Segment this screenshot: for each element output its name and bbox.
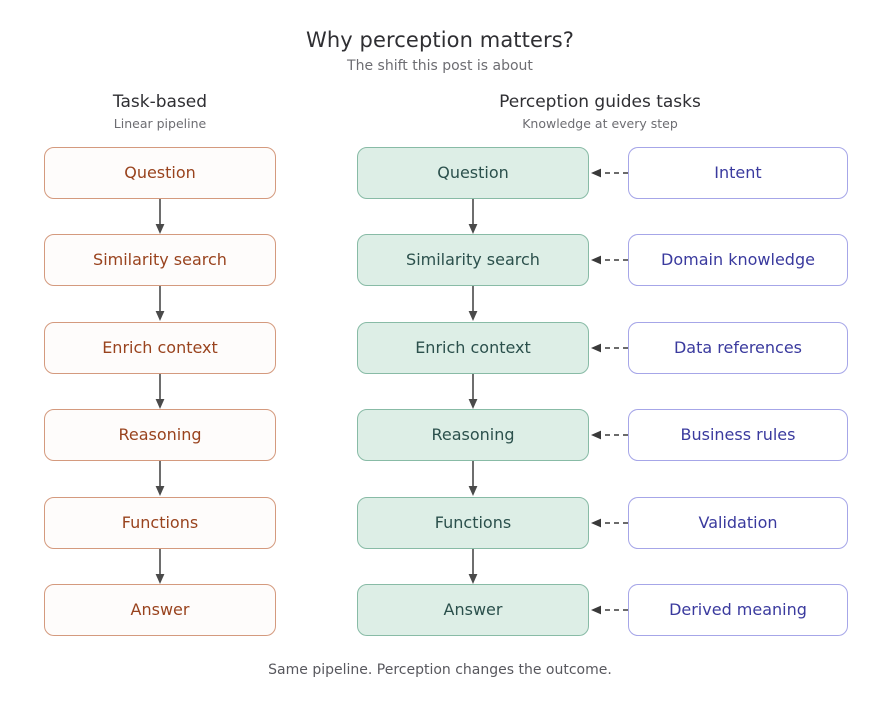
perception-node-reasoning[interactable]: Reasoning xyxy=(357,409,589,461)
task-node-enrich-context[interactable]: Enrich context xyxy=(44,322,276,374)
perception-arrow-question-to-similarity xyxy=(461,199,485,237)
page-subtitle: The shift this post is about xyxy=(347,58,533,74)
footer-note: Same pipeline. Perception changes the ou… xyxy=(268,662,612,678)
knowledge-arrow-intent-to-question xyxy=(588,165,630,181)
perception-node-answer[interactable]: Answer xyxy=(357,584,589,636)
task-node-similarity-search[interactable]: Similarity search xyxy=(44,234,276,286)
task-arrow-question-to-similarity xyxy=(148,199,172,237)
perception-arrow-enrich-to-reasoning xyxy=(461,374,485,412)
task-arrow-functions-to-answer xyxy=(148,549,172,587)
knowledge-node-domain-knowledge[interactable]: Domain knowledge xyxy=(628,234,848,286)
perception-node-question[interactable]: Question xyxy=(357,147,589,199)
page-title: Why perception matters? xyxy=(305,28,575,52)
task-node-reasoning[interactable]: Reasoning xyxy=(44,409,276,461)
right-column-subtitle: Knowledge at every step xyxy=(522,116,678,131)
perception-node-similarity-search[interactable]: Similarity search xyxy=(357,234,589,286)
knowledge-arrow-rules-to-reasoning xyxy=(588,427,630,443)
task-node-functions[interactable]: Functions xyxy=(44,497,276,549)
perception-arrow-similarity-to-enrich xyxy=(461,286,485,324)
left-column-subtitle: Linear pipeline xyxy=(113,116,207,131)
task-arrow-enrich-to-reasoning xyxy=(148,374,172,412)
knowledge-arrow-validation-to-functions xyxy=(588,515,630,531)
perception-node-enrich-context[interactable]: Enrich context xyxy=(357,322,589,374)
knowledge-arrow-derived-to-answer xyxy=(588,602,630,618)
knowledge-node-validation[interactable]: Validation xyxy=(628,497,848,549)
perception-arrow-reasoning-to-functions xyxy=(461,461,485,499)
task-arrow-reasoning-to-functions xyxy=(148,461,172,499)
task-node-answer[interactable]: Answer xyxy=(44,584,276,636)
knowledge-arrow-domain-to-similarity xyxy=(588,252,630,268)
task-arrow-similarity-to-enrich xyxy=(148,286,172,324)
knowledge-node-derived-meaning[interactable]: Derived meaning xyxy=(628,584,848,636)
knowledge-node-intent[interactable]: Intent xyxy=(628,147,848,199)
knowledge-node-data-references[interactable]: Data references xyxy=(628,322,848,374)
perception-arrow-functions-to-answer xyxy=(461,549,485,587)
left-column-title: Task-based xyxy=(112,92,208,112)
task-node-question[interactable]: Question xyxy=(44,147,276,199)
knowledge-node-business-rules[interactable]: Business rules xyxy=(628,409,848,461)
perception-node-functions[interactable]: Functions xyxy=(357,497,589,549)
knowledge-arrow-data-to-enrich xyxy=(588,340,630,356)
right-column-title: Perception guides tasks xyxy=(499,92,701,112)
